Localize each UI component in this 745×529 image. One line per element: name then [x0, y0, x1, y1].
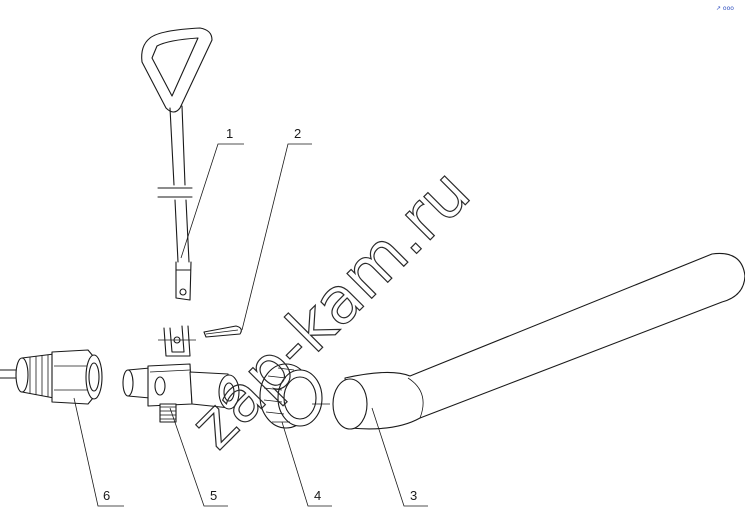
- part-4-ring-clamp: [259, 363, 323, 429]
- callout-3: 3: [410, 488, 417, 503]
- callout-1: 1: [226, 126, 233, 141]
- leader-lines: [73, 143, 428, 507]
- part-5-valve-body: [122, 325, 240, 423]
- callout-4: 4: [314, 488, 321, 503]
- callout-6: 6: [103, 488, 110, 503]
- callout-2: 2: [294, 126, 301, 141]
- part-6-hex-fitting: [0, 349, 103, 405]
- watermark-text: zap-kam.ru: [177, 156, 485, 464]
- valve-thread-stub: [159, 403, 177, 423]
- part-2-cotter-pin: [203, 325, 242, 338]
- callout-5: 5: [210, 488, 217, 503]
- part-1-handle-rod: [141, 27, 213, 301]
- corner-mark: ↗ ooo: [716, 5, 734, 12]
- callout-labels: 1 2 3 4 5 6: [103, 126, 417, 503]
- part-3-hose: [312, 252, 745, 430]
